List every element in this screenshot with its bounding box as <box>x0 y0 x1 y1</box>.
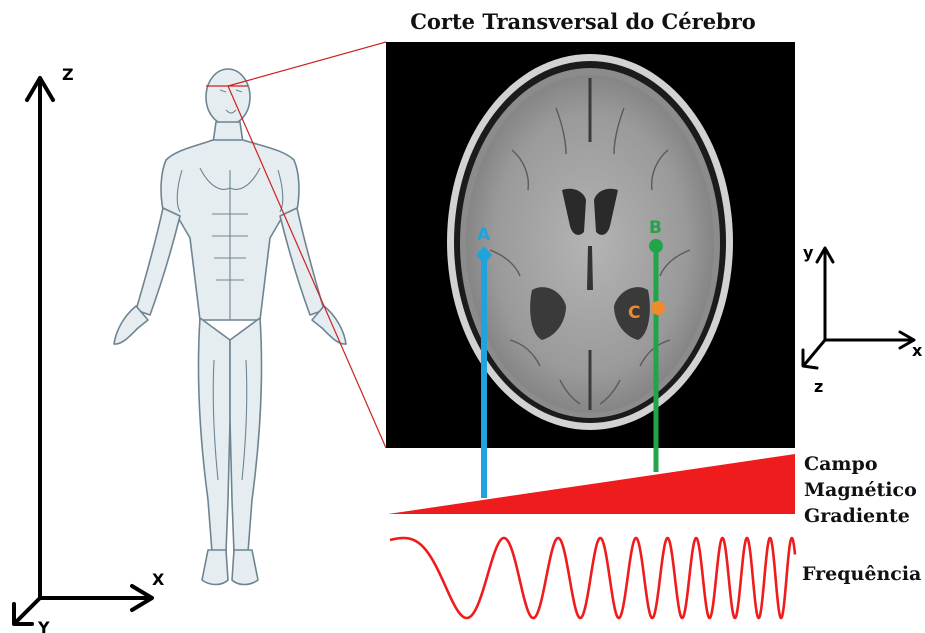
body-axis-x-label: X <box>152 570 165 589</box>
gradient-label-line1: Campo <box>804 453 878 475</box>
slice-axis-y-label: y <box>803 243 814 262</box>
page-title: Corte Transversal do Cérebro <box>410 9 756 34</box>
slice-axes <box>803 248 914 368</box>
gradient-label-line2: Magnético <box>804 479 917 501</box>
body-axis-y-label: Y <box>37 618 50 633</box>
gradient-field-wedge <box>388 454 795 514</box>
slice-axis-z-label: z <box>814 377 823 396</box>
gradient-label-line3: Gradiente <box>804 505 910 527</box>
frequency-label: Frequência <box>802 563 921 585</box>
slice-axis-x-label: x <box>912 341 923 360</box>
body-axis-z-label: Z <box>62 65 74 84</box>
body-axes <box>14 78 152 624</box>
frequency-wave <box>390 538 795 618</box>
point-b-label: B <box>649 218 662 238</box>
point-a-label: A <box>477 225 491 245</box>
human-body-figure <box>114 69 346 585</box>
point-c-label: C <box>628 303 640 323</box>
mri-brain-slice <box>386 42 795 448</box>
